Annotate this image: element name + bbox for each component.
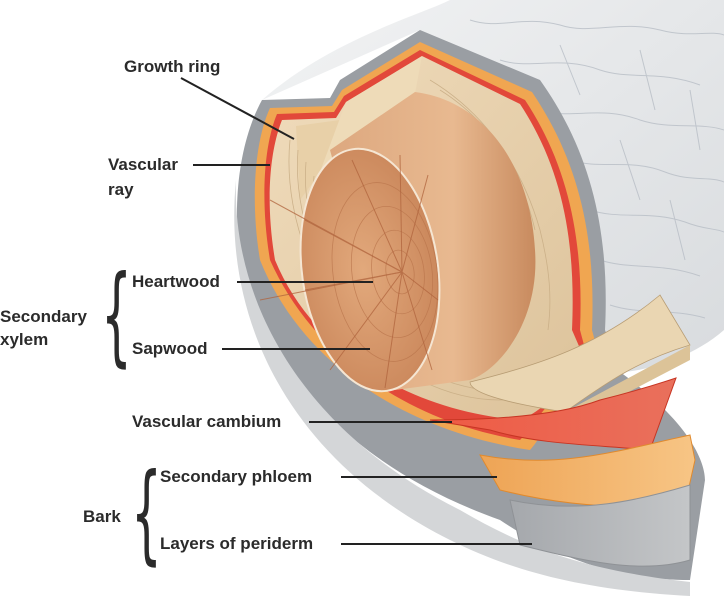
outer-bark-trunk [262, 0, 724, 372]
heartwood-end-face [299, 147, 441, 393]
label-secondary-phloem: Secondary phloem [160, 467, 313, 486]
bark-texture [469, 19, 724, 319]
leader-lines [180, 77, 532, 545]
label-vascular-ray-line1: Vascular [108, 155, 178, 174]
heartwood-rings [331, 182, 439, 362]
label-vascular-cambium: Vascular cambium [132, 412, 282, 431]
periderm-slab [509, 484, 691, 567]
label-vascular-ray-line2: ray [108, 180, 134, 199]
label-growth-ring: Growth ring [124, 57, 221, 76]
vascular-rays [259, 154, 439, 389]
phloem-slab [479, 434, 696, 508]
label-heartwood: Heartwood [132, 272, 220, 291]
secondary-xylem-brace: { [101, 253, 132, 378]
label-bark: Bark [83, 507, 121, 526]
bark-brace: { [131, 451, 162, 576]
cambium-slab [429, 377, 677, 451]
wedge-left-face [296, 102, 346, 200]
label-secondary-xylem-line2: xylem [0, 330, 49, 349]
bark-ring-highlight [234, 180, 690, 596]
label-layers-of-periderm: Layers of periderm [160, 534, 314, 553]
label-sapwood: Sapwood [132, 339, 208, 358]
leader-growth-ring [180, 77, 295, 140]
label-secondary-xylem-line1: Secondary [0, 307, 87, 326]
sapwood-slab [469, 294, 691, 413]
